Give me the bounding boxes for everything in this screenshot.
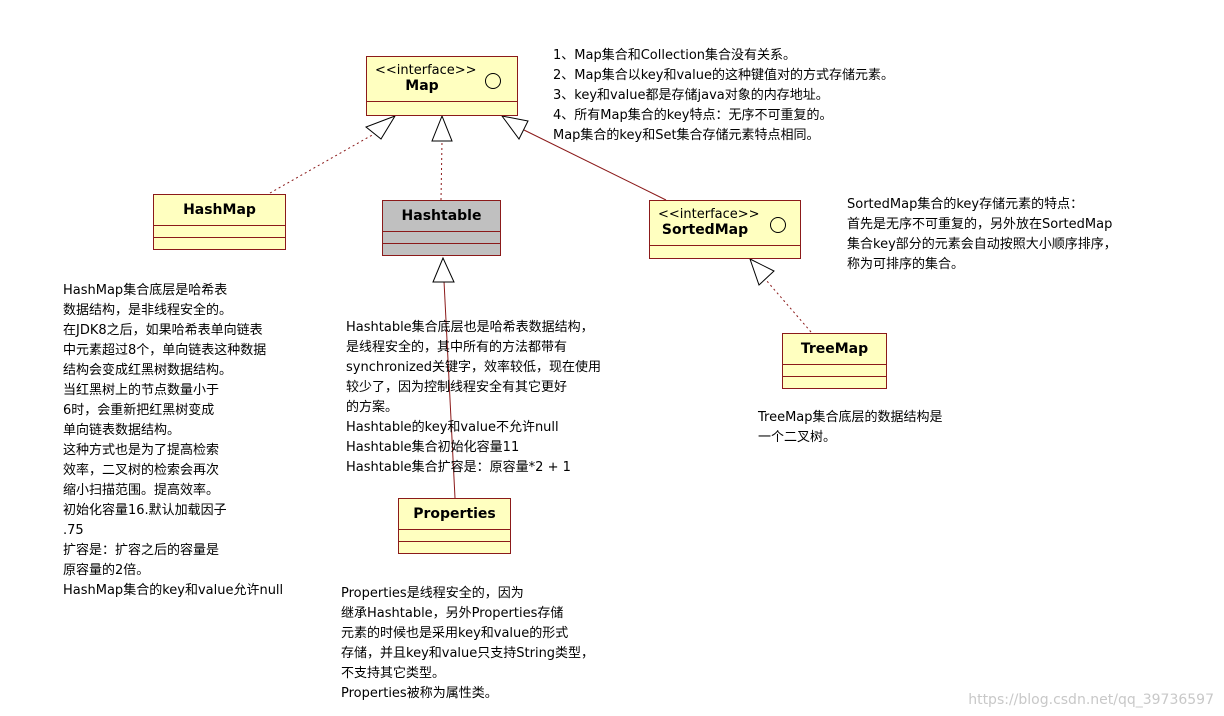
note-line: Properties被称为属性类。 [341, 686, 498, 701]
note-line: Hashtable集合底层也是哈希表数据结构， [346, 320, 594, 335]
sortedmap-attributes [650, 246, 800, 254]
note-line: 这种方式也是为了提高检索 [63, 443, 220, 458]
note-line: 不支持其它类型。 [341, 666, 446, 681]
hashtable-class-name: Hashtable [401, 208, 482, 224]
treemap-methods [783, 377, 886, 388]
note-line: 初始化容量16.默认加载因子 [63, 503, 227, 518]
sortedmap-map-arrowhead [500, 115, 529, 140]
properties-hashtable-connector [443, 280, 456, 499]
watermark: https://blog.csdn.net/qq_39736597 [968, 692, 1214, 708]
sortedmap-stereotype: <<interface>> [658, 207, 760, 222]
map-class-box: <<interface>> Map [366, 56, 518, 116]
treemap-sortedmap-arrowhead [749, 258, 775, 286]
hashtable-map-arrowhead [431, 114, 453, 142]
note-line: Hashtable集合扩容是：原容量*2 + 1 [346, 460, 571, 475]
hashtable-attributes [383, 232, 500, 244]
hashmap-methods [154, 238, 285, 249]
interface-circle-icon [485, 73, 501, 89]
note-line: 元素的时候也是采用key和value的形式 [341, 626, 569, 641]
note-line: 6时，会重新把红黑树变成 [63, 403, 215, 418]
note-line: 集合key部分的元素会自动按照大小顺序排序， [847, 237, 1117, 252]
properties-methods [399, 542, 510, 553]
note-line: HashMap集合底层是哈希表 [63, 283, 228, 298]
note-line: 3、key和value都是存储java对象的内存地址。 [553, 88, 829, 103]
map-class-name: Map [405, 78, 439, 94]
note-line: 的方案。 [346, 400, 399, 415]
properties-note: Properties是线程安全的，因为 继承Hashtable，另外Proper… [341, 584, 594, 704]
note-line: 数据结构，是非线程安全的。 [63, 303, 233, 318]
note-line: TreeMap集合底层的数据结构是 [758, 410, 943, 425]
hashmap-note: HashMap集合底层是哈希表 数据结构，是非线程安全的。 在JDK8之后，如果… [63, 281, 283, 601]
map-attributes [367, 102, 517, 110]
properties-class-name: Properties [413, 506, 496, 522]
treemap-note: TreeMap集合底层的数据结构是 一个二叉树。 [758, 408, 943, 448]
note-line: Properties是线程安全的，因为 [341, 586, 524, 601]
map-stereotype: <<interface>> [375, 63, 477, 78]
sortedmap-note: SortedMap集合的key存储元素的特点： 首先是无序不可重复的，另外放在S… [847, 195, 1117, 275]
note-line: 一个二叉树。 [758, 430, 837, 445]
note-line: 扩容是：扩容之后的容量是 [63, 543, 220, 558]
note-line: 在JDK8之后，如果哈希表单向链表 [63, 323, 263, 338]
note-line: synchronized关键字，效率较低，现在使用 [346, 360, 602, 375]
note-line: 单向链表数据结构。 [63, 423, 181, 438]
note-line: 当红黑树上的节点数量小于 [63, 383, 220, 398]
note-line: HashMap集合的key和value允许null [63, 583, 284, 598]
properties-attributes [399, 530, 510, 542]
treemap-attributes [783, 365, 886, 377]
note-line: Map集合的key和Set集合存储元素特点相同。 [553, 128, 820, 143]
note-line: 存储，并且key和value只支持String类型， [341, 646, 595, 661]
note-line: 1、Map集合和Collection集合没有关系。 [553, 48, 797, 63]
map-note: 1、Map集合和Collection集合没有关系。 2、Map集合以key和va… [553, 46, 894, 146]
hashmap-map-arrowhead [365, 115, 397, 140]
note-line: 中元素超过8个，单向链表这种数据 [63, 343, 267, 358]
note-line: SortedMap集合的key存储元素的特点： [847, 197, 1084, 212]
note-line: .75 [63, 523, 84, 538]
treemap-sortedmap-connector [765, 279, 812, 333]
note-line: 继承Hashtable，另外Properties存储 [341, 606, 564, 621]
note-line: 称为可排序的集合。 [847, 257, 965, 272]
treemap-class-box: TreeMap [782, 333, 887, 389]
note-line: 结构会变成红黑树数据结构。 [63, 363, 233, 378]
hashtable-class-box: Hashtable [382, 200, 501, 256]
treemap-class-name: TreeMap [800, 341, 869, 357]
interface-circle-icon [770, 217, 786, 233]
note-line: 较少了，因为控制线程安全有其它更好 [346, 380, 568, 395]
hashmap-attributes [154, 226, 285, 238]
note-line: 效率，二叉树的检索会再次 [63, 463, 220, 478]
note-line: 2、Map集合以key和value的这种键值对的方式存储元素。 [553, 68, 894, 83]
hashtable-map-connector [440, 140, 443, 201]
sortedmap-class-box: <<interface>> SortedMap [649, 200, 801, 259]
hashmap-class-name: HashMap [183, 202, 256, 218]
properties-class-box: Properties [398, 498, 511, 554]
hashmap-class-box: HashMap [153, 194, 286, 250]
note-line: 4、所有Map集合的key特点：无序不可重复的。 [553, 108, 833, 123]
note-line: Hashtable的key和value不允许null [346, 420, 559, 435]
sortedmap-map-connector [523, 129, 667, 201]
properties-hashtable-arrowhead [432, 256, 455, 283]
note-line: Hashtable集合初始化容量11 [346, 440, 520, 455]
note-line: 原容量的2倍。 [63, 563, 150, 578]
hashtable-note: Hashtable集合底层也是哈希表数据结构， 是线程安全的，其中所有的方法都带… [346, 318, 601, 478]
hashmap-map-connector [269, 133, 375, 194]
note-line: 首先是无序不可重复的，另外放在SortedMap [847, 217, 1113, 232]
hashtable-methods [383, 244, 500, 255]
note-line: 缩小扫描范围。提高效率。 [63, 483, 220, 498]
sortedmap-class-name: SortedMap [661, 222, 749, 238]
note-line: 是线程安全的，其中所有的方法都带有 [346, 340, 568, 355]
